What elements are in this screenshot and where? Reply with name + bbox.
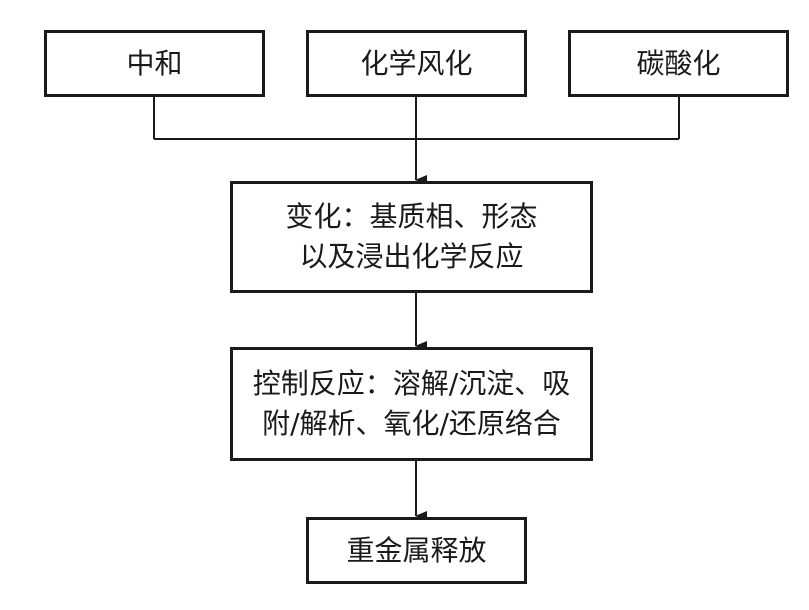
heavy-metal-release-label: 重金属释放 xyxy=(346,533,487,567)
changes-line-1: 变化：基质相、形态 xyxy=(285,200,538,233)
neutralization-label: 中和 xyxy=(126,46,183,80)
carbonation-label: 碳酸化 xyxy=(636,46,721,80)
control-reactions-line-2: 附/解析、氧化/还原络合 xyxy=(262,407,561,440)
chemical-weathering-label: 化学风化 xyxy=(360,46,473,80)
carbonation-box: 碳酸化 xyxy=(568,30,789,97)
control-reactions-line-1: 控制反应：溶解/沉淀、吸 xyxy=(252,367,571,400)
control-reactions-box: 控制反应：溶解/沉淀、吸 附/解析、氧化/还原络合 xyxy=(230,347,593,461)
neutralization-box: 中和 xyxy=(44,30,265,97)
changes-box: 变化：基质相、形态 以及浸出化学反应 xyxy=(230,181,593,293)
chemical-weathering-box: 化学风化 xyxy=(306,30,527,97)
heavy-metal-release-box: 重金属释放 xyxy=(306,517,527,584)
changes-line-2: 以及浸出化学反应 xyxy=(299,240,524,273)
